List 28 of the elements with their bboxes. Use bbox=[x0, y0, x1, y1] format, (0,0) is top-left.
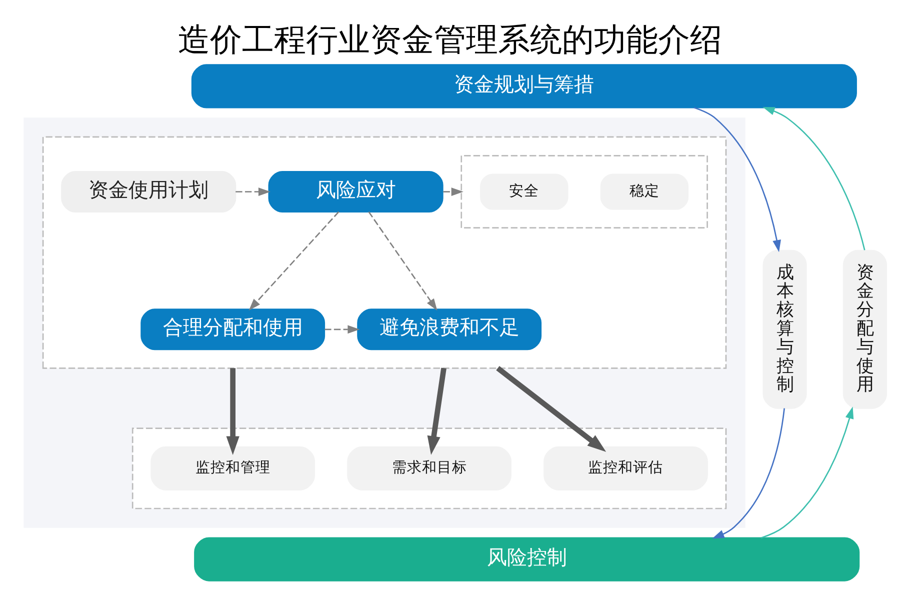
arrow bbox=[762, 107, 866, 250]
node-box: 避免浪费和不足 bbox=[357, 308, 542, 350]
arrow bbox=[496, 366, 606, 452]
arrow bbox=[694, 107, 781, 252]
arrow bbox=[248, 211, 340, 311]
node-box: 资金分配与使用 bbox=[842, 250, 888, 409]
arrow bbox=[226, 368, 240, 456]
node-box: 合理分配和使用 bbox=[140, 308, 326, 350]
arrow bbox=[324, 325, 360, 334]
cluster bbox=[460, 155, 708, 228]
cluster bbox=[132, 428, 727, 510]
arrow bbox=[712, 408, 785, 539]
arrow bbox=[427, 368, 446, 455]
node-box: 资金使用计划 bbox=[61, 171, 236, 212]
node-box: 风险控制 bbox=[194, 537, 860, 582]
node-box: 风险应对 bbox=[268, 171, 444, 212]
node-box: 监控和评估 bbox=[544, 446, 708, 490]
arrow bbox=[236, 188, 270, 196]
cluster bbox=[42, 136, 727, 369]
arrow bbox=[760, 406, 854, 538]
arrow bbox=[368, 211, 438, 311]
node-box: 资金规划与筹措 bbox=[191, 64, 857, 108]
node-box: 需求和目标 bbox=[347, 446, 512, 490]
node-box: 成本核算与控制 bbox=[762, 250, 807, 409]
node-box: 监控和管理 bbox=[150, 446, 316, 490]
diagram-title: 造价工程行业资金管理系统的功能介绍 bbox=[178, 20, 722, 58]
arrow bbox=[443, 188, 464, 196]
cluster bbox=[24, 118, 746, 528]
